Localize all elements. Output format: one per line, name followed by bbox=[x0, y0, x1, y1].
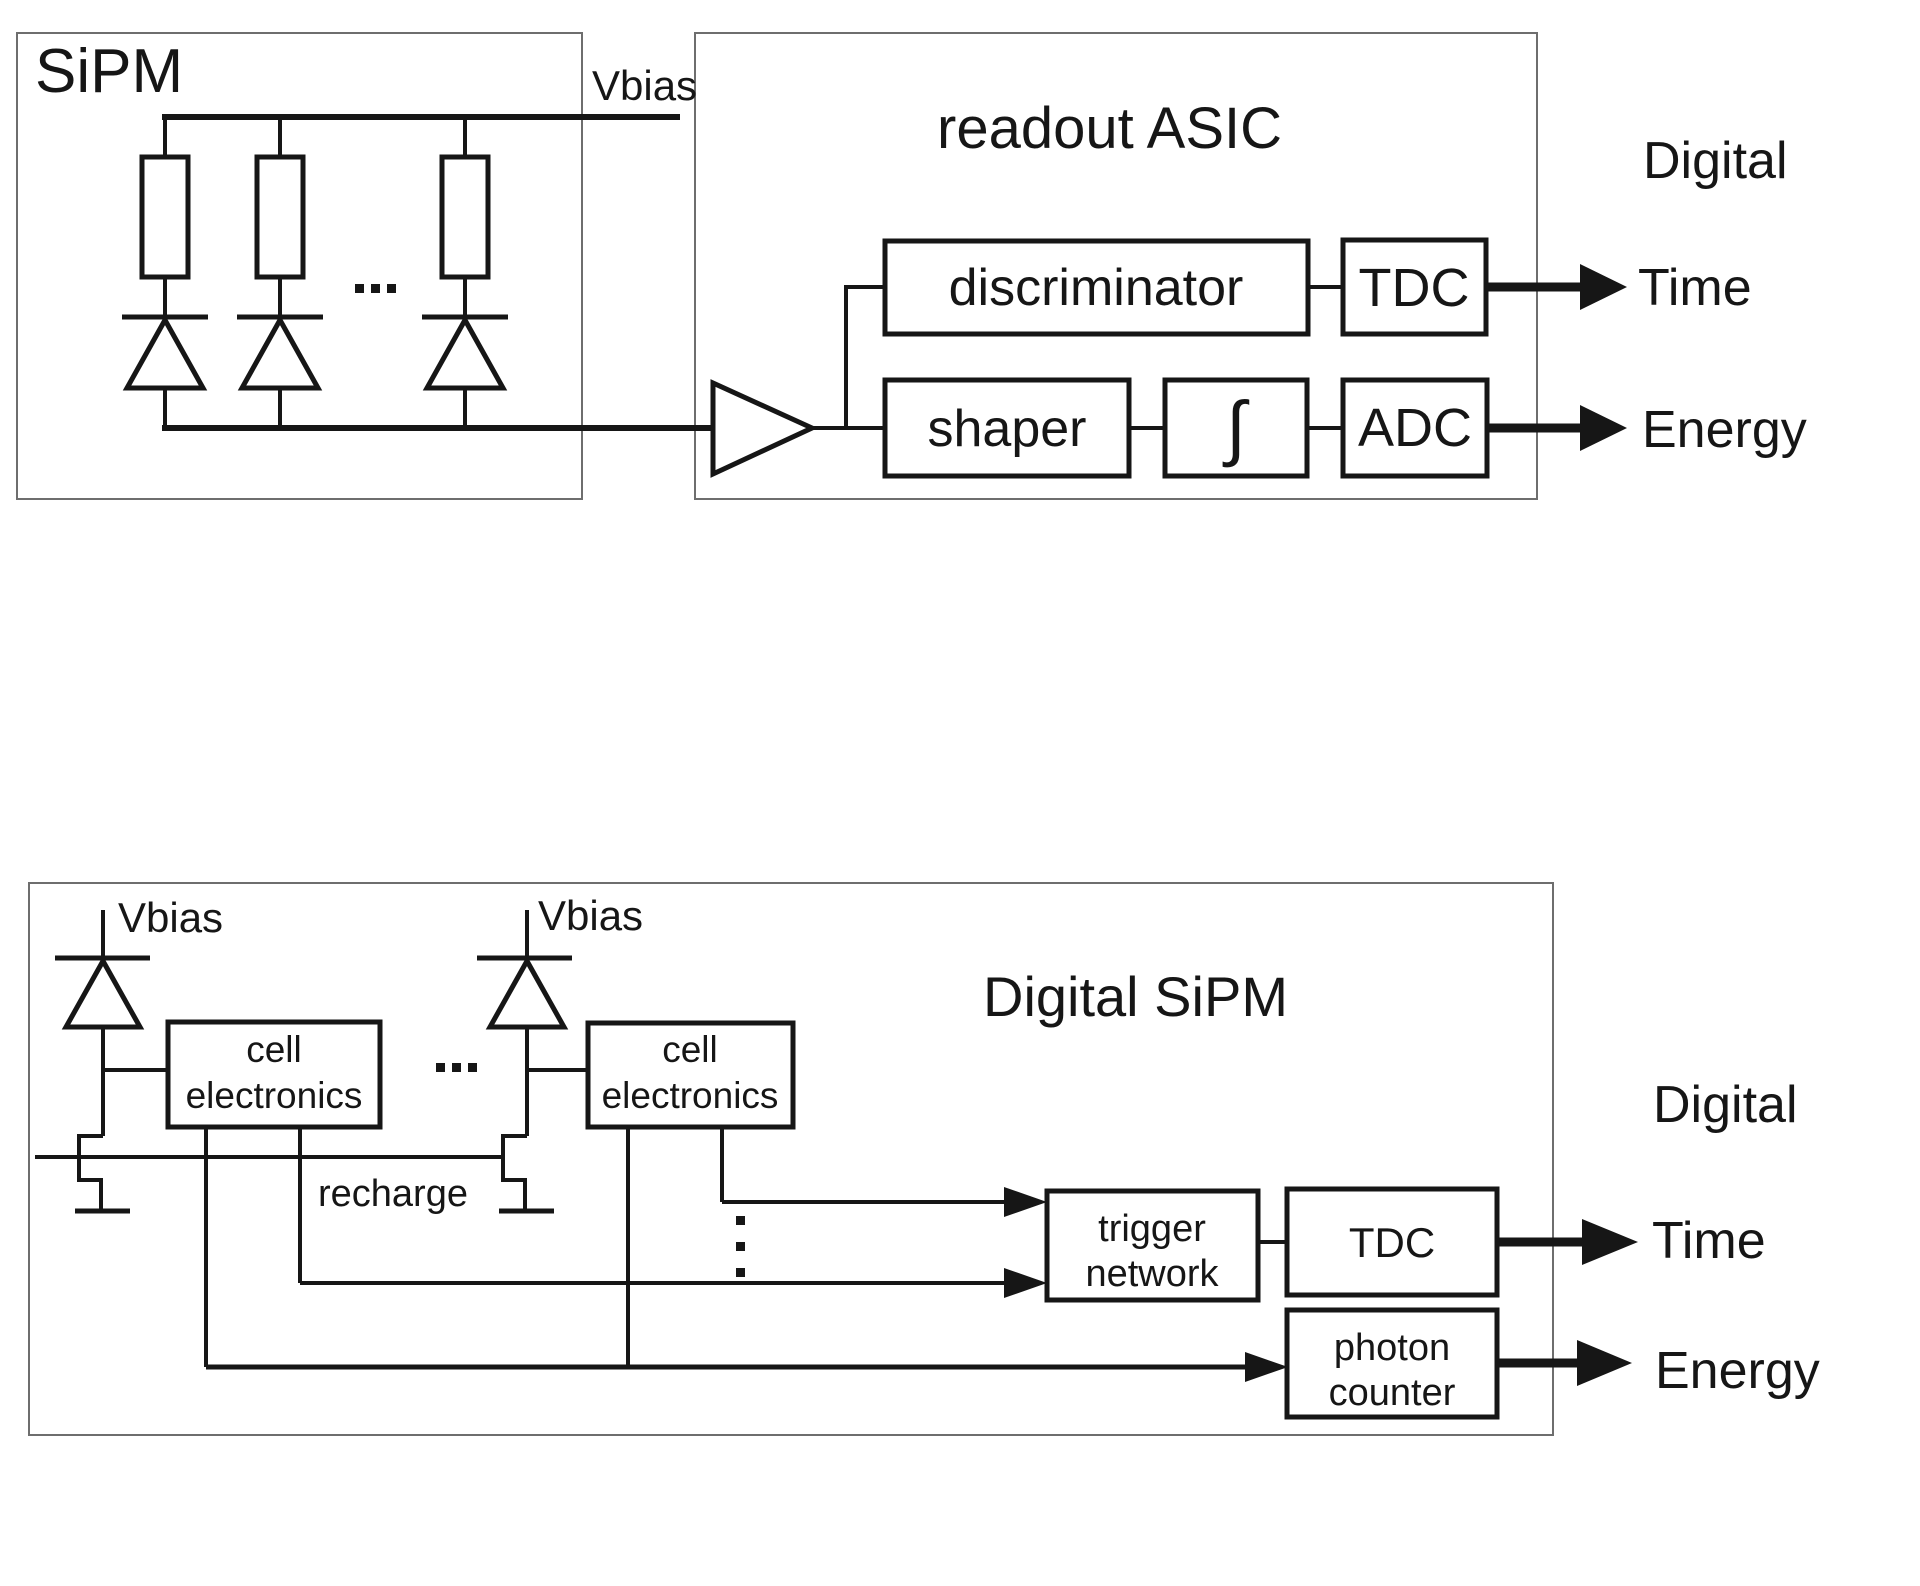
digital-sipm-container-box bbox=[28, 882, 1554, 1436]
trigger-network-label-line1: trigger bbox=[1098, 1208, 1206, 1250]
readout-asic-title: readout ASIC bbox=[937, 96, 1282, 161]
cell-label-line1: cell bbox=[662, 1029, 718, 1070]
vbias-label-top: Vbias bbox=[592, 62, 697, 109]
integrator-label: ∫ bbox=[1222, 388, 1250, 468]
quench-resistor-icon bbox=[439, 154, 491, 280]
digital-sipm-diagram: Digital SiPM Vbias cell electronics bbox=[28, 882, 1820, 1436]
sipm-container-box bbox=[16, 32, 583, 500]
digital-cell-left: Vbias cell electronics bbox=[55, 894, 383, 1367]
cell-electronics-box-left bbox=[165, 1019, 383, 1130]
time-label-bottom: Time bbox=[1652, 1212, 1766, 1270]
vbias-label-left: Vbias bbox=[118, 894, 223, 941]
cell-label-line1: cell bbox=[246, 1029, 302, 1070]
cell-label-line2: electronics bbox=[602, 1075, 779, 1116]
photon-counter-label-line2: counter bbox=[1329, 1372, 1456, 1414]
energy-arrowhead-icon bbox=[1580, 405, 1627, 451]
photon-counter-box bbox=[1284, 1307, 1500, 1420]
tdc-box bbox=[1340, 237, 1489, 337]
sipm-title: SiPM bbox=[35, 37, 183, 106]
tdc-label: TDC bbox=[1359, 258, 1470, 318]
photodiode-icon bbox=[61, 955, 145, 1030]
digital-label-bottom: Digital bbox=[1653, 1076, 1798, 1134]
microcell-1 bbox=[122, 114, 208, 428]
tdc-label-bottom: TDC bbox=[1349, 1219, 1435, 1266]
time-arrowhead-icon bbox=[1580, 264, 1627, 310]
photon-counter-label-line1: photon bbox=[1334, 1327, 1450, 1369]
trigger-network-label-line2: network bbox=[1085, 1253, 1219, 1295]
shaper-box bbox=[882, 377, 1132, 479]
trigger-network-box bbox=[1044, 1188, 1261, 1303]
digital-cell-right: Vbias cell electronics bbox=[477, 892, 796, 1367]
cell-electronics-box-right bbox=[585, 1020, 796, 1130]
cell-label-line2: electronics bbox=[186, 1075, 363, 1116]
quench-resistor-icon bbox=[254, 154, 306, 280]
readout-asic-container-box bbox=[694, 32, 1538, 500]
microcell-2 bbox=[237, 114, 323, 428]
discriminator-box bbox=[882, 238, 1311, 337]
energy-arrowhead-icon bbox=[1577, 1340, 1632, 1386]
horizontal-ellipsis-icon bbox=[355, 284, 396, 293]
photodiode-icon bbox=[485, 955, 569, 1030]
horizontal-ellipsis-icon bbox=[436, 1063, 477, 1072]
vertical-ellipsis-icon bbox=[736, 1216, 745, 1277]
time-label-top: Time bbox=[1638, 259, 1752, 317]
digital-sipm-title: Digital SiPM bbox=[983, 965, 1288, 1028]
count-arrowhead-icon bbox=[1245, 1352, 1288, 1382]
quench-resistor-icon bbox=[139, 154, 191, 280]
trigger-arrowhead-icon bbox=[1004, 1268, 1047, 1298]
digital-label-top: Digital bbox=[1643, 132, 1788, 190]
recharge-label: recharge bbox=[318, 1173, 468, 1215]
microcell-n bbox=[422, 114, 508, 428]
shaper-label: shaper bbox=[928, 400, 1087, 458]
discriminator-label: discriminator bbox=[949, 259, 1244, 317]
branch-to-discriminator-wire bbox=[844, 285, 885, 428]
amplifier-icon bbox=[710, 379, 818, 478]
photodiode-icon bbox=[237, 314, 323, 391]
energy-label-bottom: Energy bbox=[1655, 1342, 1820, 1400]
vbias-label-right: Vbias bbox=[538, 892, 643, 939]
adc-box bbox=[1340, 377, 1490, 479]
recharge-transistor-icon bbox=[77, 1134, 103, 1211]
photodiode-icon bbox=[422, 314, 508, 391]
trigger-arrowhead-icon bbox=[1004, 1187, 1047, 1217]
time-arrowhead-icon bbox=[1582, 1219, 1638, 1265]
photodiode-icon bbox=[122, 314, 208, 391]
energy-label-top: Energy bbox=[1642, 401, 1807, 459]
recharge-transistor-icon bbox=[501, 1134, 527, 1211]
adc-label: ADC bbox=[1358, 398, 1472, 458]
analog-sipm-diagram: SiPM Vbias readout ASIC bbox=[16, 32, 1807, 500]
